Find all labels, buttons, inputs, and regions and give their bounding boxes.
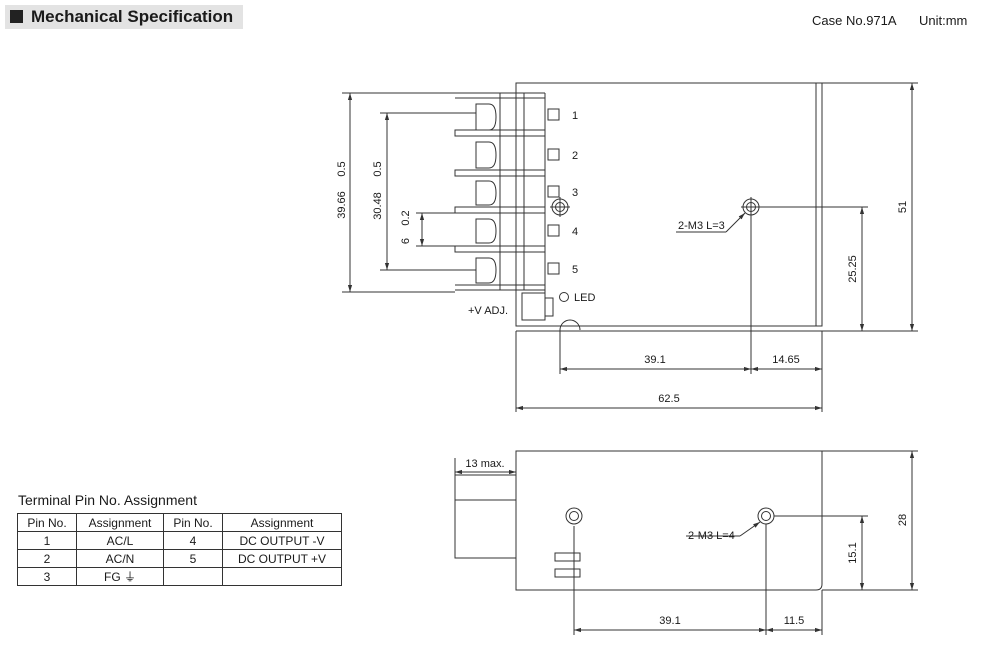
table-row: 2 AC/N 5 DC OUTPUT +V [17, 549, 342, 568]
table-row: 3 FG ⏚ [17, 567, 342, 586]
table-cell: DC OUTPUT -V [222, 531, 342, 550]
title-bar [5, 5, 243, 29]
side-terminal-block [454, 474, 517, 559]
dim-51-label: 51 [897, 201, 909, 213]
dim-30-48-label: 30.48 [372, 192, 384, 220]
top-view-body [515, 82, 823, 327]
table-cell: AC/N [76, 549, 164, 568]
table-cell: 4 [163, 531, 223, 550]
table-cell: DC OUTPUT +V [222, 549, 342, 568]
vadj-label: +V ADJ. [468, 305, 508, 317]
mounting-hole-left [550, 197, 570, 217]
pin-label-4: 4 [572, 226, 578, 238]
col-header-assignment-2: Assignment [222, 513, 342, 532]
dim-13-max-label: 13 max. [465, 458, 504, 470]
pin-assignment-table: Pin No. Assignment Pin No. Assignment 1 … [17, 513, 342, 586]
side-view [454, 450, 918, 635]
dim-62-5-label: 62.5 [658, 393, 679, 405]
side-hole-right [757, 507, 775, 525]
dim-14-65-label: 14.65 [772, 354, 800, 366]
case-number: Case No.971A [812, 13, 897, 28]
unit-label: Unit:mm [919, 13, 968, 28]
top-view [342, 82, 918, 412]
bottom-hole-arc [559, 319, 581, 331]
table-cell: 1 [17, 531, 77, 550]
dim-25-25-label: 25.25 [847, 255, 859, 283]
col-header-assignment: Assignment [76, 513, 164, 532]
led-label: LED [574, 292, 595, 304]
table-cell [222, 567, 342, 586]
pin-markers [547, 108, 560, 275]
table-cell: 2 [17, 549, 77, 568]
table-header-row: Pin No. Assignment Pin No. Assignment [17, 513, 342, 532]
table-cell: 5 [163, 549, 223, 568]
dim-39-1-label: 39.1 [644, 354, 665, 366]
side-hole-left [565, 507, 583, 525]
page-title: Mechanical Specification [31, 7, 234, 26]
dim-39-66-tol: 0.5 [336, 161, 348, 176]
table-cell: FG ⏚ [76, 567, 164, 586]
table-row: 1 AC/L 4 DC OUTPUT -V [17, 531, 342, 550]
pin-label-5: 5 [572, 264, 578, 276]
pin-label-1: 1 [572, 110, 578, 122]
pin-label-3: 3 [572, 187, 578, 199]
dim-39-66-label: 39.66 [336, 191, 348, 219]
table-cell: 3 [17, 567, 77, 586]
title-square-icon [10, 10, 23, 23]
dim-39-1-side-label: 39.1 [659, 615, 680, 627]
side-view-body [515, 450, 823, 591]
pin-table-title: Terminal Pin No. Assignment [18, 492, 197, 508]
dim-6-tol: 0.2 [400, 210, 412, 225]
dim-30-48-tol: 0.5 [372, 161, 384, 176]
terminal-block [454, 92, 546, 320]
pin-label-2: 2 [572, 150, 578, 162]
vadj-potentiometer [521, 292, 546, 321]
dim-6-label: 6 [400, 238, 412, 244]
table-cell: AC/L [76, 531, 164, 550]
led-indicator [559, 292, 569, 302]
top-mount-label: 2-M3 L=3 [678, 220, 725, 232]
side-mount-label: 2-M3 L=4 [688, 530, 735, 542]
col-header-pin-no-2: Pin No. [163, 513, 223, 532]
dim-15-1-label: 15.1 [847, 542, 859, 563]
dim-28-label: 28 [897, 514, 909, 526]
table-cell [163, 567, 223, 586]
col-header-pin-no: Pin No. [17, 513, 77, 532]
dim-11-5-label: 11.5 [784, 615, 805, 627]
